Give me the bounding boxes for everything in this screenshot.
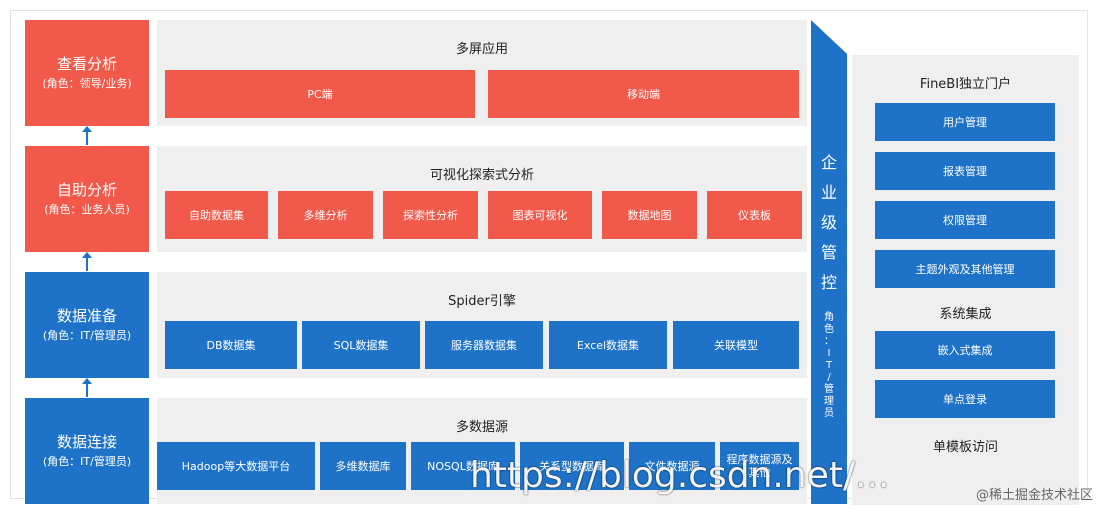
enterprise-char: 企 [820,153,837,172]
layer-visual-analysis: 可视化探索式分析 自助数据集 多维分析 探索性分析 图表可视化 数据地图 仪表板 [157,146,807,252]
layer-title: 多数据源 [455,420,508,435]
enterprise-role-char: 管 [824,384,834,395]
role-title: 数据准备 [56,307,117,325]
role-subtitle: (角色：IT/管理员) [42,329,132,342]
layer-item: 关系型数据库 [520,442,624,490]
enterprise-char: 管 [820,243,837,262]
layer-data-sources: 多数据源 Hadoop等大数据平台 多维数据库 NOSQL数据库 关系型数据库 … [157,398,807,504]
role-self-service: 自助分析 (角色：业务人员) [25,146,149,252]
layer-item: Hadoop等大数据平台 [157,442,315,490]
enterprise-role-char: ： [824,336,834,347]
role-data-connect: 数据连接 (角色：IT/管理员) [25,398,149,504]
layer-title: 可视化探索式分析 [429,168,534,183]
enterprise-role-char: I [827,348,831,359]
enterprise-role-char: / [827,372,831,383]
portal-item-sso: 单点登录 [875,380,1055,418]
layer-item: SQL数据集 [302,321,420,369]
role-subtitle: (角色：领导/业务) [42,77,132,90]
role-data-prep: 数据准备 (角色：IT/管理员) [25,272,149,378]
arrow-up-icon [82,126,92,145]
layer-item: 多维分析 [278,191,373,239]
role-title: 数据连接 [56,433,117,451]
role-subtitle: (角色：业务人员) [44,203,130,216]
layer-item: 探索性分析 [383,191,478,239]
portal-item-report-mgmt: 报表管理 [875,152,1055,190]
enterprise-char: 级 [820,213,837,232]
layer-spider-engine: Spider引擎 DB数据集 SQL数据集 服务器数据集 Excel数据集 关联… [157,272,807,378]
layer-item: 文件数据源 [629,442,715,490]
enterprise-role-char: 色 [824,324,834,335]
enterprise-role-char: 角 [824,312,834,323]
layer-title: Spider引擎 [448,294,516,309]
layer-title: 多屏应用 [455,42,508,57]
enterprise-role-char: 理 [824,396,834,407]
portal-item-permission-mgmt: 权限管理 [875,201,1055,239]
enterprise-control-banner: 企 业 级 管 控 角 色 ： I T / 管 理 员 [811,20,847,504]
layer-item: 多维数据库 [320,442,406,490]
enterprise-char: 控 [820,273,837,292]
site-tag: @稀土掘金技术社区 [975,488,1093,503]
arrow-up-icon [82,378,92,397]
enterprise-role-char: T [825,360,833,371]
layer-item: 服务器数据集 [425,321,543,369]
layer-item: 关联模型 [673,321,799,369]
layer-item: 自助数据集 [165,191,268,239]
section-title-single-template: 单模板访问 [932,440,998,455]
layer-item: Excel数据集 [549,321,667,369]
portal-item-theme-mgmt: 主题外观及其他管理 [875,250,1055,288]
portal-item-embedded: 嵌入式集成 [875,331,1055,369]
role-title: 查看分析 [56,55,117,73]
enterprise-char: 业 [820,183,837,202]
layer-item: PC端 [165,70,475,118]
arrow-up-icon [82,252,92,271]
enterprise-role: 角 色 ： I T / 管 理 员 [811,312,847,420]
portal-title: FineBI独立门户 [919,77,1012,92]
portal-panel: FineBI独立门户 用户管理 报表管理 权限管理 主题外观及其他管理 系统集成… [852,55,1079,505]
layer-item: DB数据集 [165,321,297,369]
layer-item: 数据地图 [602,191,697,239]
layer-item: 仪表板 [707,191,802,239]
enterprise-title: 企 业 级 管 控 [811,148,847,298]
role-title: 自助分析 [56,181,117,199]
enterprise-role-char: 员 [824,408,834,419]
layer-item: 图表可视化 [488,191,592,239]
layer-item: 程序数据源及其他 [720,442,799,490]
portal-item-user-mgmt: 用户管理 [875,103,1055,141]
role-view-analysis: 查看分析 (角色：领导/业务) [25,20,149,126]
role-subtitle: (角色：IT/管理员) [42,455,132,468]
layer-item: 移动端 [488,70,799,118]
section-title-system-integration: 系统集成 [939,307,992,322]
layer-item: NOSQL数据库 [411,442,515,490]
layer-multi-screen: 多屏应用 PC端 移动端 [157,20,807,126]
